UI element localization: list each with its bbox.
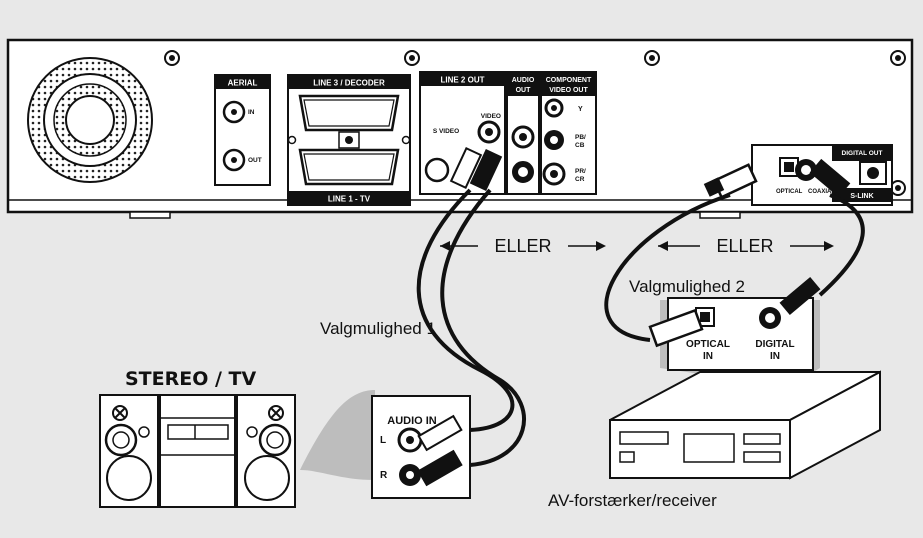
aerial-out-label: OUT	[248, 157, 262, 164]
or-label-left: ELLER	[494, 236, 551, 256]
fan-grill-icon	[27, 57, 153, 183]
optical-cable	[604, 193, 731, 342]
stereo-system-icon	[99, 394, 296, 508]
option2-label: Valgmulighed 2	[629, 277, 745, 296]
line2-out-title: LINE 2 OUT	[440, 76, 484, 85]
component-label-2: VIDEO OUT	[549, 87, 588, 94]
screw-icon	[644, 50, 660, 66]
s-link-label: S-LINK	[850, 193, 873, 200]
audio-out-block	[506, 71, 540, 195]
av-receiver-icon	[609, 370, 881, 480]
callout-wedge	[300, 390, 375, 480]
optical-in-label-1: OPTICAL	[686, 339, 730, 350]
component-video-block	[540, 71, 597, 195]
digital-in-label-1: DIGITAL	[755, 339, 794, 350]
screw-icon	[890, 180, 906, 196]
rear-panel: AERIAL IN OUT LINE 3 / DECODER LINE 1 - …	[6, 38, 914, 219]
rca-plug-icon	[449, 146, 503, 192]
or-label-right: ELLER	[716, 236, 773, 256]
coaxial-out-label: COAXIAL	[808, 189, 835, 195]
receiver-input-panel	[648, 277, 821, 371]
component-cr-label: CR	[575, 176, 585, 183]
audio-cable-red	[440, 188, 526, 467]
digital-in-label-2: IN	[770, 351, 780, 362]
stereo-tv-title: STEREO / TV	[125, 368, 257, 390]
receiver-label: AV-forstærker/receiver	[548, 491, 717, 510]
coaxial-cable	[818, 193, 865, 297]
component-pr-label: PR/	[575, 168, 586, 175]
audio-cable-white	[416, 188, 515, 432]
audio-in-r-label: R	[380, 470, 388, 481]
audio-in-label: AUDIO IN	[387, 415, 437, 427]
component-cb-label: CB	[575, 142, 585, 149]
video-label: VIDEO	[481, 113, 501, 120]
component-y-label: Y	[578, 106, 583, 113]
screw-icon	[404, 50, 420, 66]
optical-plug-icon	[703, 163, 758, 199]
audio-out-label-1: AUDIO	[512, 77, 535, 84]
optical-out-label: OPTICAL	[776, 189, 803, 195]
audio-in-l-label: L	[380, 435, 386, 446]
aerial-connector-block	[214, 74, 271, 186]
scart-top-label: LINE 3 / DECODER	[313, 79, 385, 88]
or-arrows-right	[658, 241, 834, 251]
audio-in-panel	[371, 395, 471, 499]
scart-bottom-label: LINE 1 - TV	[328, 195, 371, 204]
audio-out-label-2: OUT	[516, 87, 532, 94]
optical-in-label-2: IN	[703, 351, 713, 362]
scart-connector-block	[287, 74, 411, 206]
digital-out-title: DIGITAL OUT	[842, 150, 883, 157]
component-pb-label: PB/	[575, 134, 586, 141]
s-video-label: S VIDEO	[433, 128, 459, 135]
screw-icon	[164, 50, 180, 66]
aerial-in-label: IN	[248, 109, 255, 116]
aerial-title: AERIAL	[228, 79, 258, 88]
component-label-1: COMPONENT	[546, 77, 592, 84]
screw-icon	[890, 50, 906, 66]
option1-label: Valgmulighed 1	[320, 319, 436, 338]
or-arrows-left	[440, 241, 606, 251]
coaxial-plug-icon	[809, 158, 851, 198]
